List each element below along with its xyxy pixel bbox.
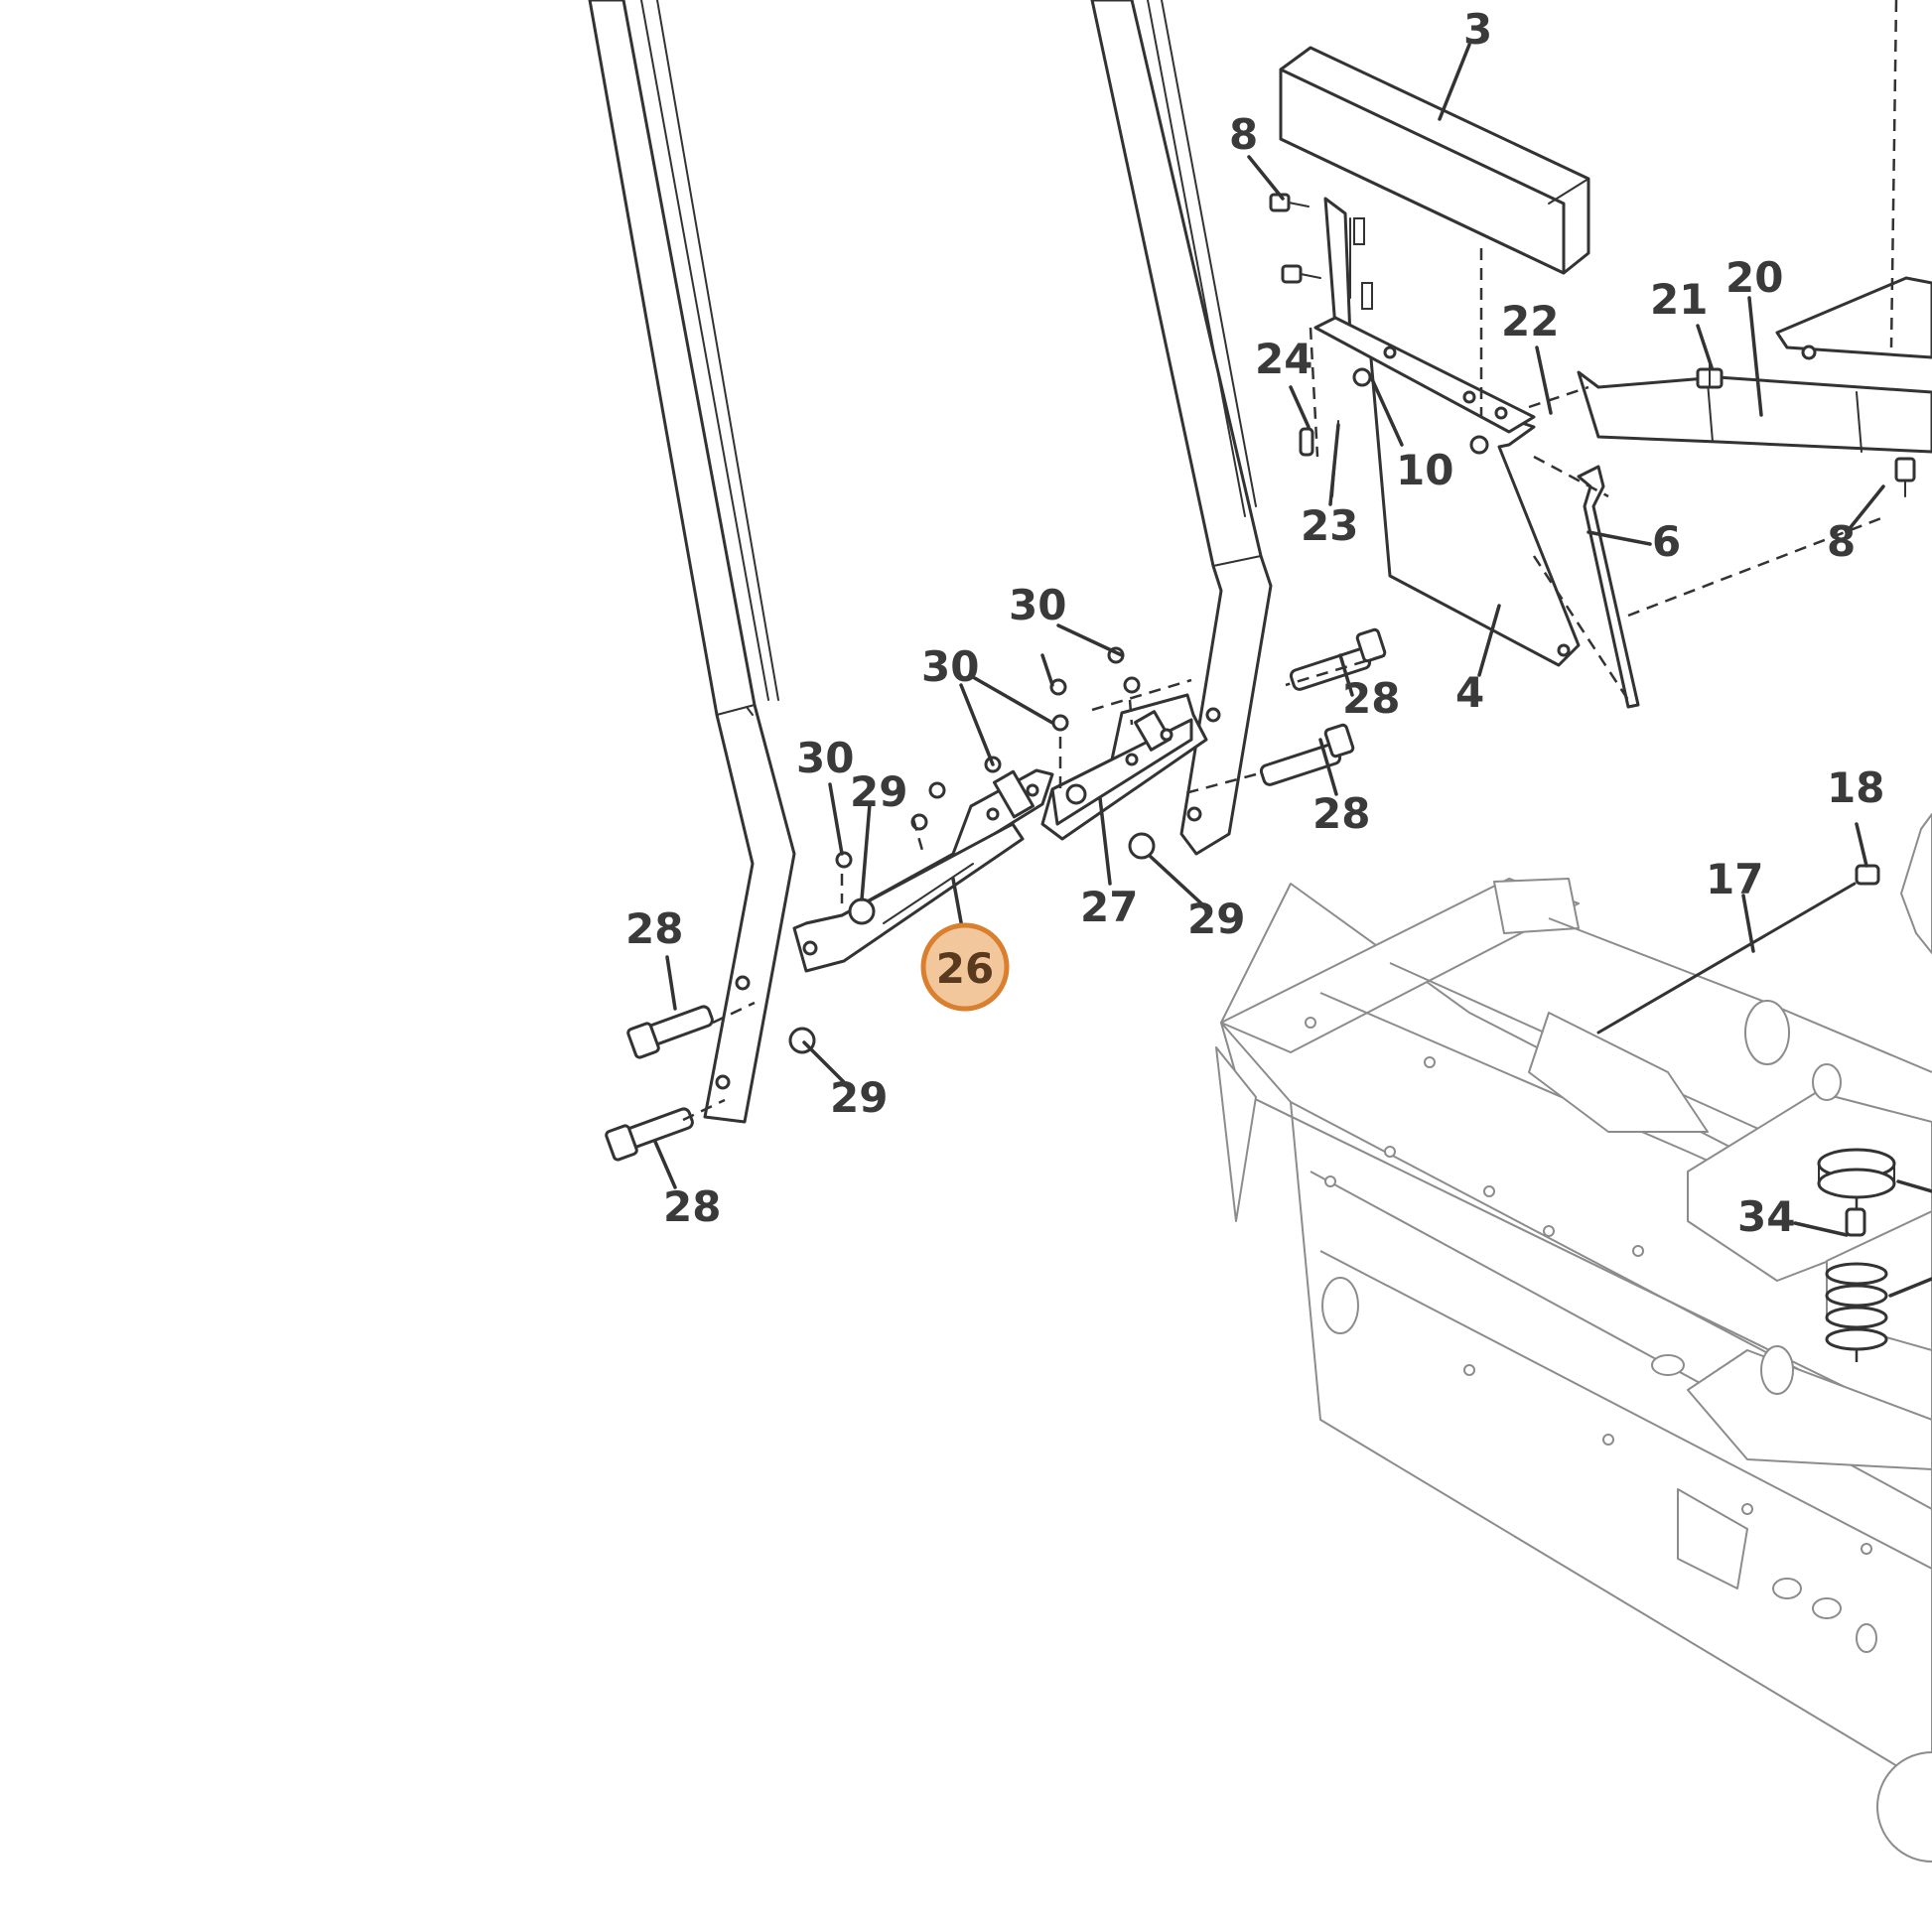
callout-28: 28 (625, 904, 683, 953)
left-upright-tube (588, 0, 796, 1124)
callout-34: 34 (1737, 1192, 1795, 1241)
bolt-8c (1894, 457, 1916, 497)
callout-18: 18 (1827, 763, 1884, 812)
rod-6 (1577, 465, 1640, 709)
callout-29: 29 (1187, 895, 1245, 943)
bolt-21 (1696, 360, 1724, 389)
leader-lines (653, 43, 1932, 1298)
callout-4: 4 (1455, 668, 1484, 717)
callout-29: 29 (850, 767, 907, 816)
callout-23: 23 (1301, 501, 1358, 550)
right-upright-tube (1090, 0, 1273, 856)
armrest-pad (1279, 46, 1590, 275)
mower-frame (1215, 813, 1932, 1863)
callout-20: 20 (1725, 253, 1783, 302)
bolt-28b (1259, 723, 1355, 786)
callout-30: 30 (921, 642, 979, 691)
assembly-lines (682, 0, 1898, 1370)
highlighted-callout-26[interactable]: 26 (920, 922, 1010, 1012)
callout-30: 30 (796, 734, 854, 782)
callout-labels: 3 8 21 20 22 24 10 23 6 8 4 30 30 30 28 … (625, 5, 1884, 1241)
hardware (605, 193, 1916, 1351)
callout-28: 28 (1342, 674, 1400, 723)
callout-8: 8 (1229, 110, 1258, 159)
callout-17: 17 (1706, 855, 1763, 903)
callout-6: 6 (1652, 517, 1681, 566)
callout-22: 22 (1501, 297, 1559, 345)
callout-27: 27 (1080, 883, 1138, 931)
bolt-28d (605, 1107, 694, 1162)
bar-20 (1577, 276, 1932, 454)
highlight-circle[interactable] (920, 922, 1010, 1012)
bolt-8a (1269, 193, 1310, 212)
callout-28: 28 (1312, 789, 1370, 838)
callout-3: 3 (1463, 5, 1492, 54)
callout-24: 24 (1255, 335, 1312, 383)
callout-8: 8 (1827, 517, 1856, 566)
callout-26[interactable]: 26 (936, 944, 994, 993)
side-panel (1313, 197, 1581, 667)
bolt-8b (1281, 264, 1321, 284)
callout-21: 21 (1650, 275, 1708, 324)
callout-28: 28 (663, 1182, 721, 1231)
callout-30: 30 (1009, 581, 1066, 629)
bolt-28c (626, 1005, 714, 1059)
bracket-27 (1040, 693, 1208, 841)
callout-29: 29 (830, 1073, 888, 1122)
bracket-26 (792, 768, 1054, 973)
callout-10: 10 (1396, 446, 1453, 494)
bolt-28a (1289, 627, 1387, 691)
